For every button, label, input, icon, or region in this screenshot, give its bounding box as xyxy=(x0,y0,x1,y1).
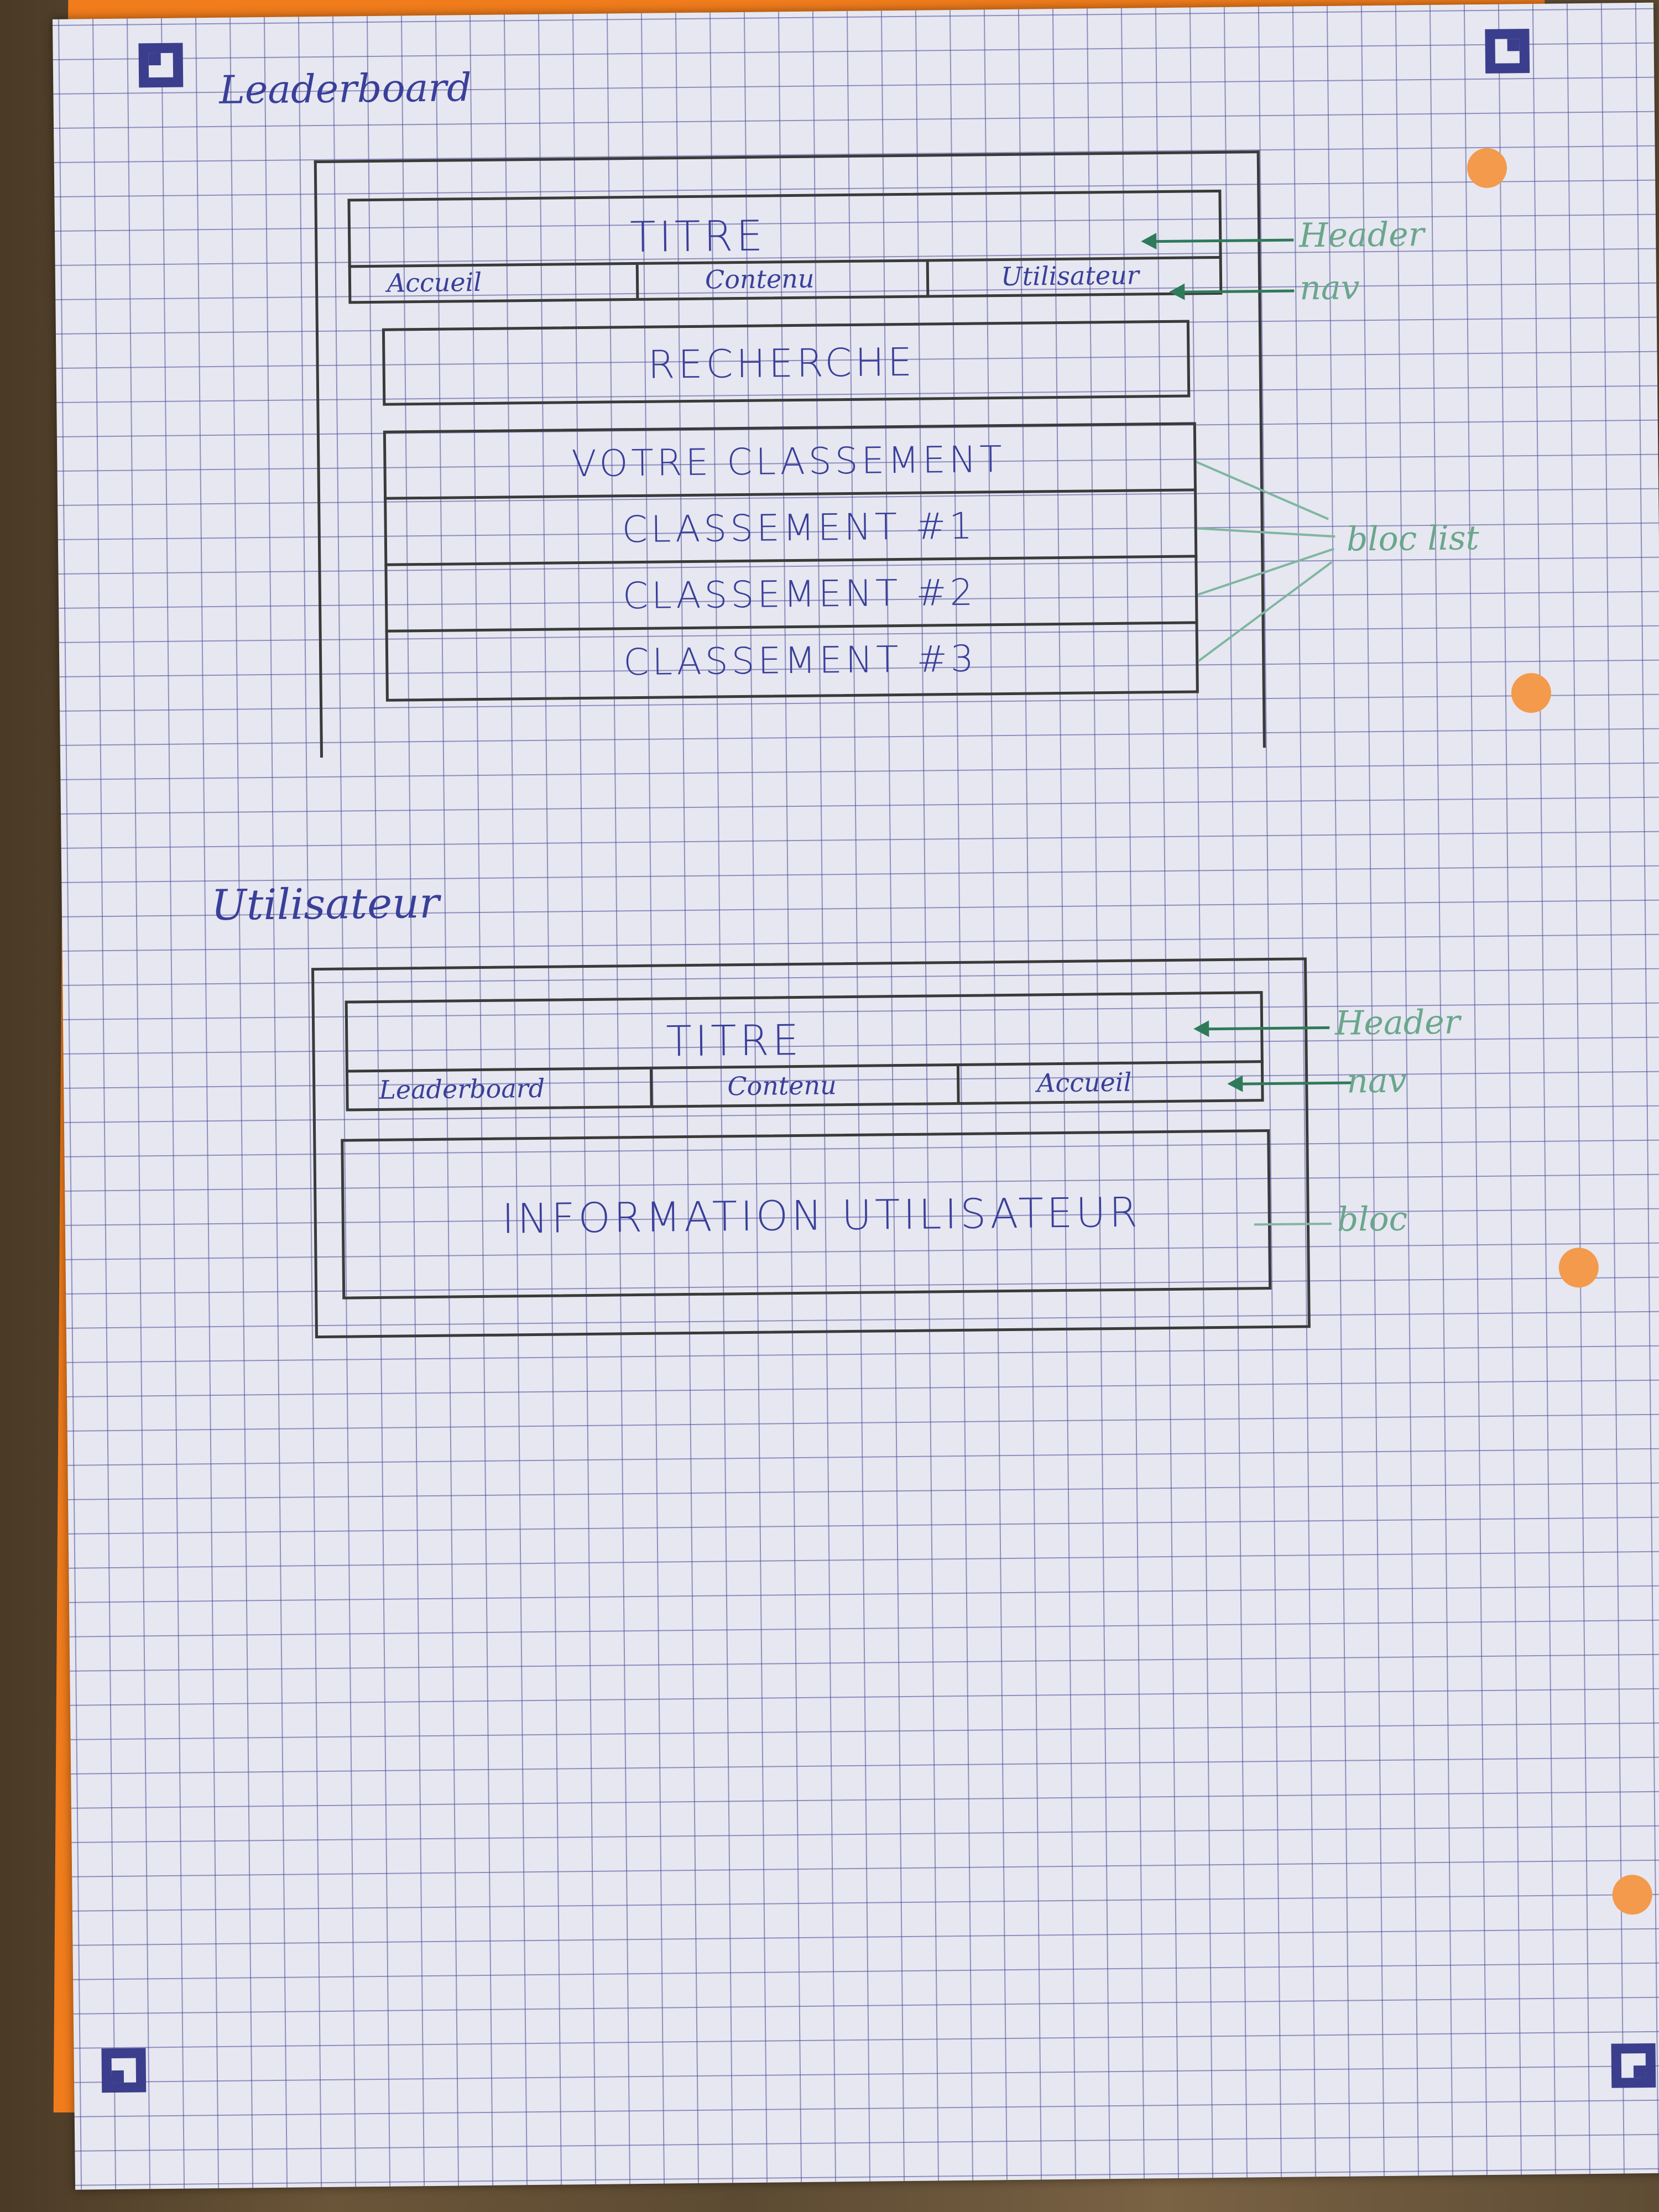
nav-separator xyxy=(956,1066,960,1104)
nav-item-contenu[interactable]: Contenu xyxy=(727,1070,837,1102)
annotation-nav: nav xyxy=(1299,268,1360,308)
nav-item-accueil[interactable]: Accueil xyxy=(1036,1067,1132,1098)
section-label-utilisateur: Utilisateur xyxy=(211,878,440,930)
corner-marker-bottom-right xyxy=(1611,2043,1656,2088)
list-item-votre-classement[interactable]: VOTRE CLASSEMENT xyxy=(571,438,1005,486)
user-info-label: INFORMATION UTILISATEUR xyxy=(502,1188,1141,1243)
leaderboard-header-title: TITRE xyxy=(629,211,766,262)
nav-separator xyxy=(635,264,639,299)
annotation-header: Header xyxy=(1334,1003,1460,1043)
punch-hole xyxy=(1467,148,1507,189)
utilisateur-header-title: TITRE xyxy=(665,1015,802,1066)
nav-item-leaderboard[interactable]: Leaderboard xyxy=(379,1073,545,1105)
nav-item-accueil[interactable]: Accueil xyxy=(387,267,482,298)
nav-separator xyxy=(649,1069,653,1107)
search-label: RECHERCHE xyxy=(648,339,916,388)
nav-item-contenu[interactable]: Contenu xyxy=(705,263,815,295)
annotation-bloc-list: bloc list xyxy=(1346,519,1480,559)
punch-hole xyxy=(1511,672,1552,713)
list-item-classement-3[interactable]: CLASSEMENT #3 xyxy=(623,637,978,684)
corner-marker-top-left xyxy=(138,43,184,88)
punch-hole xyxy=(1558,1247,1599,1288)
nav-item-utilisateur[interactable]: Utilisateur xyxy=(1000,260,1139,292)
nav-separator xyxy=(926,262,930,296)
list-item-classement-1[interactable]: CLASSEMENT #1 xyxy=(622,504,976,551)
list-item-classement-2[interactable]: CLASSEMENT #2 xyxy=(622,571,977,618)
annotation-bloc: bloc xyxy=(1337,1199,1408,1239)
grid-paper-sheet: Leaderboard TITRE Accueil Contenu Utilis… xyxy=(53,2,1659,2190)
corner-marker-top-right xyxy=(1485,29,1530,74)
arrow-icon xyxy=(1241,1081,1353,1086)
section-label-leaderboard: Leaderboard xyxy=(218,65,472,113)
corner-marker-bottom-left xyxy=(101,2048,147,2093)
annotation-nav: nav xyxy=(1346,1061,1407,1101)
annotation-header: Header xyxy=(1298,215,1425,255)
pointer-line xyxy=(1254,1222,1332,1226)
arrow-icon xyxy=(1183,289,1295,294)
punch-hole xyxy=(1612,1874,1653,1915)
